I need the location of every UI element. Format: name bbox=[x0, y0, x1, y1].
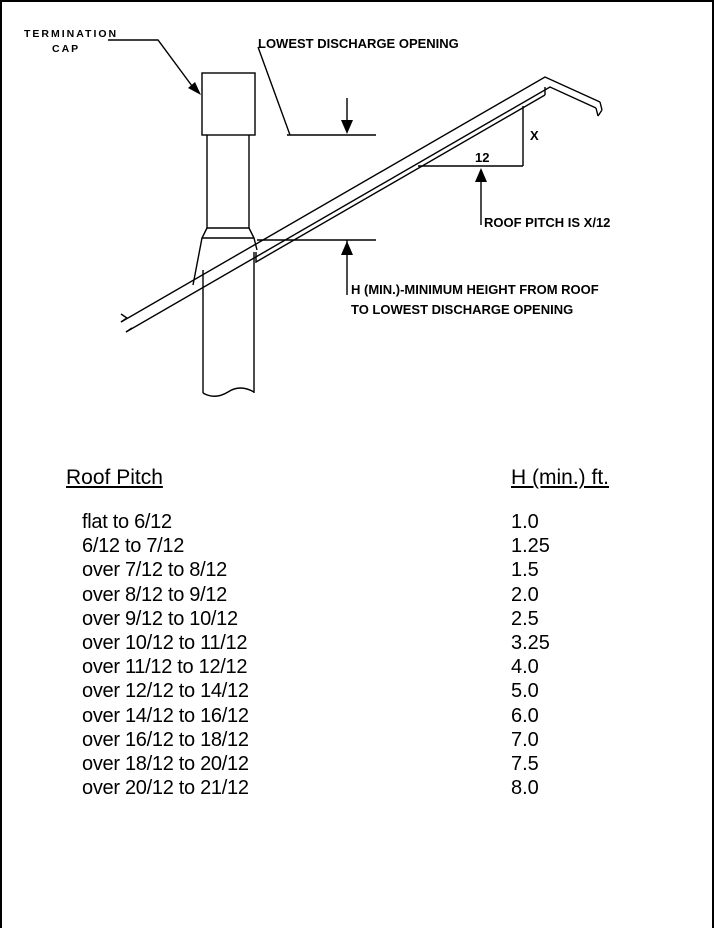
table-rows: flat to 6/12 1.0 6/12 to 7/12 1.25 over 7/… bbox=[0, 510, 714, 800]
row-pitch: over 14/12 to 16/12 bbox=[82, 704, 249, 727]
table-row: over 18/12 to 20/12 7.5 bbox=[0, 752, 714, 776]
header-roof-pitch: Roof Pitch bbox=[66, 466, 163, 489]
row-height: 7.0 bbox=[511, 728, 539, 751]
row-pitch: over 7/12 to 8/12 bbox=[82, 559, 228, 582]
table-row: 6/12 to 7/12 1.25 bbox=[0, 534, 714, 558]
roof-fascia bbox=[255, 87, 546, 264]
row-pitch: flat to 6/12 bbox=[82, 511, 172, 533]
row-pitch: over 10/12 to 11/12 bbox=[82, 631, 248, 654]
table-row: over 14/12 to 16/12 6.0 bbox=[0, 704, 714, 728]
header-h-min: H (min.) ft. bbox=[511, 466, 609, 489]
row-height: 1.5 bbox=[511, 559, 539, 582]
table-row: over 16/12 to 18/12 7.0 bbox=[0, 728, 714, 752]
row-height: 3.25 bbox=[511, 631, 550, 654]
termination-cap bbox=[201, 72, 256, 136]
table-row: flat to 6/12 1.0 bbox=[0, 510, 714, 534]
vent-roof-diagram: TERMINATION CAP LOWEST DISCHARGE OPENING… bbox=[24, 28, 610, 397]
label-termination: TERMINATION bbox=[24, 28, 118, 40]
row-pitch: over 11/12 to 12/12 bbox=[82, 656, 248, 679]
table-row: over 20/12 to 21/12 8.0 bbox=[0, 776, 714, 800]
row-height: 5.0 bbox=[511, 680, 539, 703]
label-h-min-2: TO LOWEST DISCHARGE OPENING bbox=[351, 302, 573, 317]
roof-deck-bottom bbox=[125, 86, 597, 333]
row-height: 4.0 bbox=[511, 656, 539, 679]
row-pitch: over 18/12 to 20/12 bbox=[82, 752, 249, 775]
table-row: over 10/12 to 11/12 3.25 bbox=[0, 631, 714, 655]
row-pitch: over 8/12 to 9/12 bbox=[82, 583, 228, 606]
row-pitch: over 12/12 to 14/12 bbox=[82, 680, 249, 703]
arrow-up-h bbox=[341, 241, 353, 255]
table-row: over 11/12 to 12/12 4.0 bbox=[0, 655, 714, 679]
table-row: over 7/12 to 8/12 1.5 bbox=[0, 558, 714, 582]
row-height: 1.25 bbox=[511, 535, 550, 558]
row-height: 2.5 bbox=[511, 607, 539, 630]
row-pitch: over 20/12 to 21/12 bbox=[82, 777, 249, 800]
roof-edge-right bbox=[595, 101, 603, 117]
row-height: 6.0 bbox=[511, 704, 539, 727]
arrow-cap bbox=[188, 82, 201, 95]
label-twelve: 12 bbox=[475, 150, 489, 165]
table-row: over 8/12 to 9/12 2.0 bbox=[0, 583, 714, 607]
pipe-break bbox=[202, 387, 255, 397]
row-pitch: over 16/12 to 18/12 bbox=[82, 728, 249, 751]
label-roof-pitch: ROOF PITCH IS X/12 bbox=[484, 215, 610, 230]
row-height: 7.5 bbox=[511, 752, 539, 775]
table-row: over 9/12 to 10/12 2.5 bbox=[0, 607, 714, 631]
arrow-down-top bbox=[341, 120, 353, 134]
label-h-min-1: H (MIN.)-MINIMUM HEIGHT FROM ROOF bbox=[351, 282, 599, 297]
row-height: 1.0 bbox=[511, 511, 539, 533]
label-x: X bbox=[530, 128, 539, 143]
label-cap: CAP bbox=[52, 43, 80, 55]
label-lowest-discharge: LOWEST DISCHARGE OPENING bbox=[258, 36, 459, 51]
roof-edge-left bbox=[120, 313, 133, 333]
arrow-up-pitch bbox=[475, 168, 487, 182]
row-height: 2.0 bbox=[511, 583, 539, 606]
row-height: 8.0 bbox=[511, 777, 539, 800]
table-row: over 12/12 to 14/12 5.0 bbox=[0, 679, 714, 703]
row-pitch: over 9/12 to 10/12 bbox=[82, 607, 238, 630]
row-pitch: 6/12 to 7/12 bbox=[82, 535, 185, 558]
